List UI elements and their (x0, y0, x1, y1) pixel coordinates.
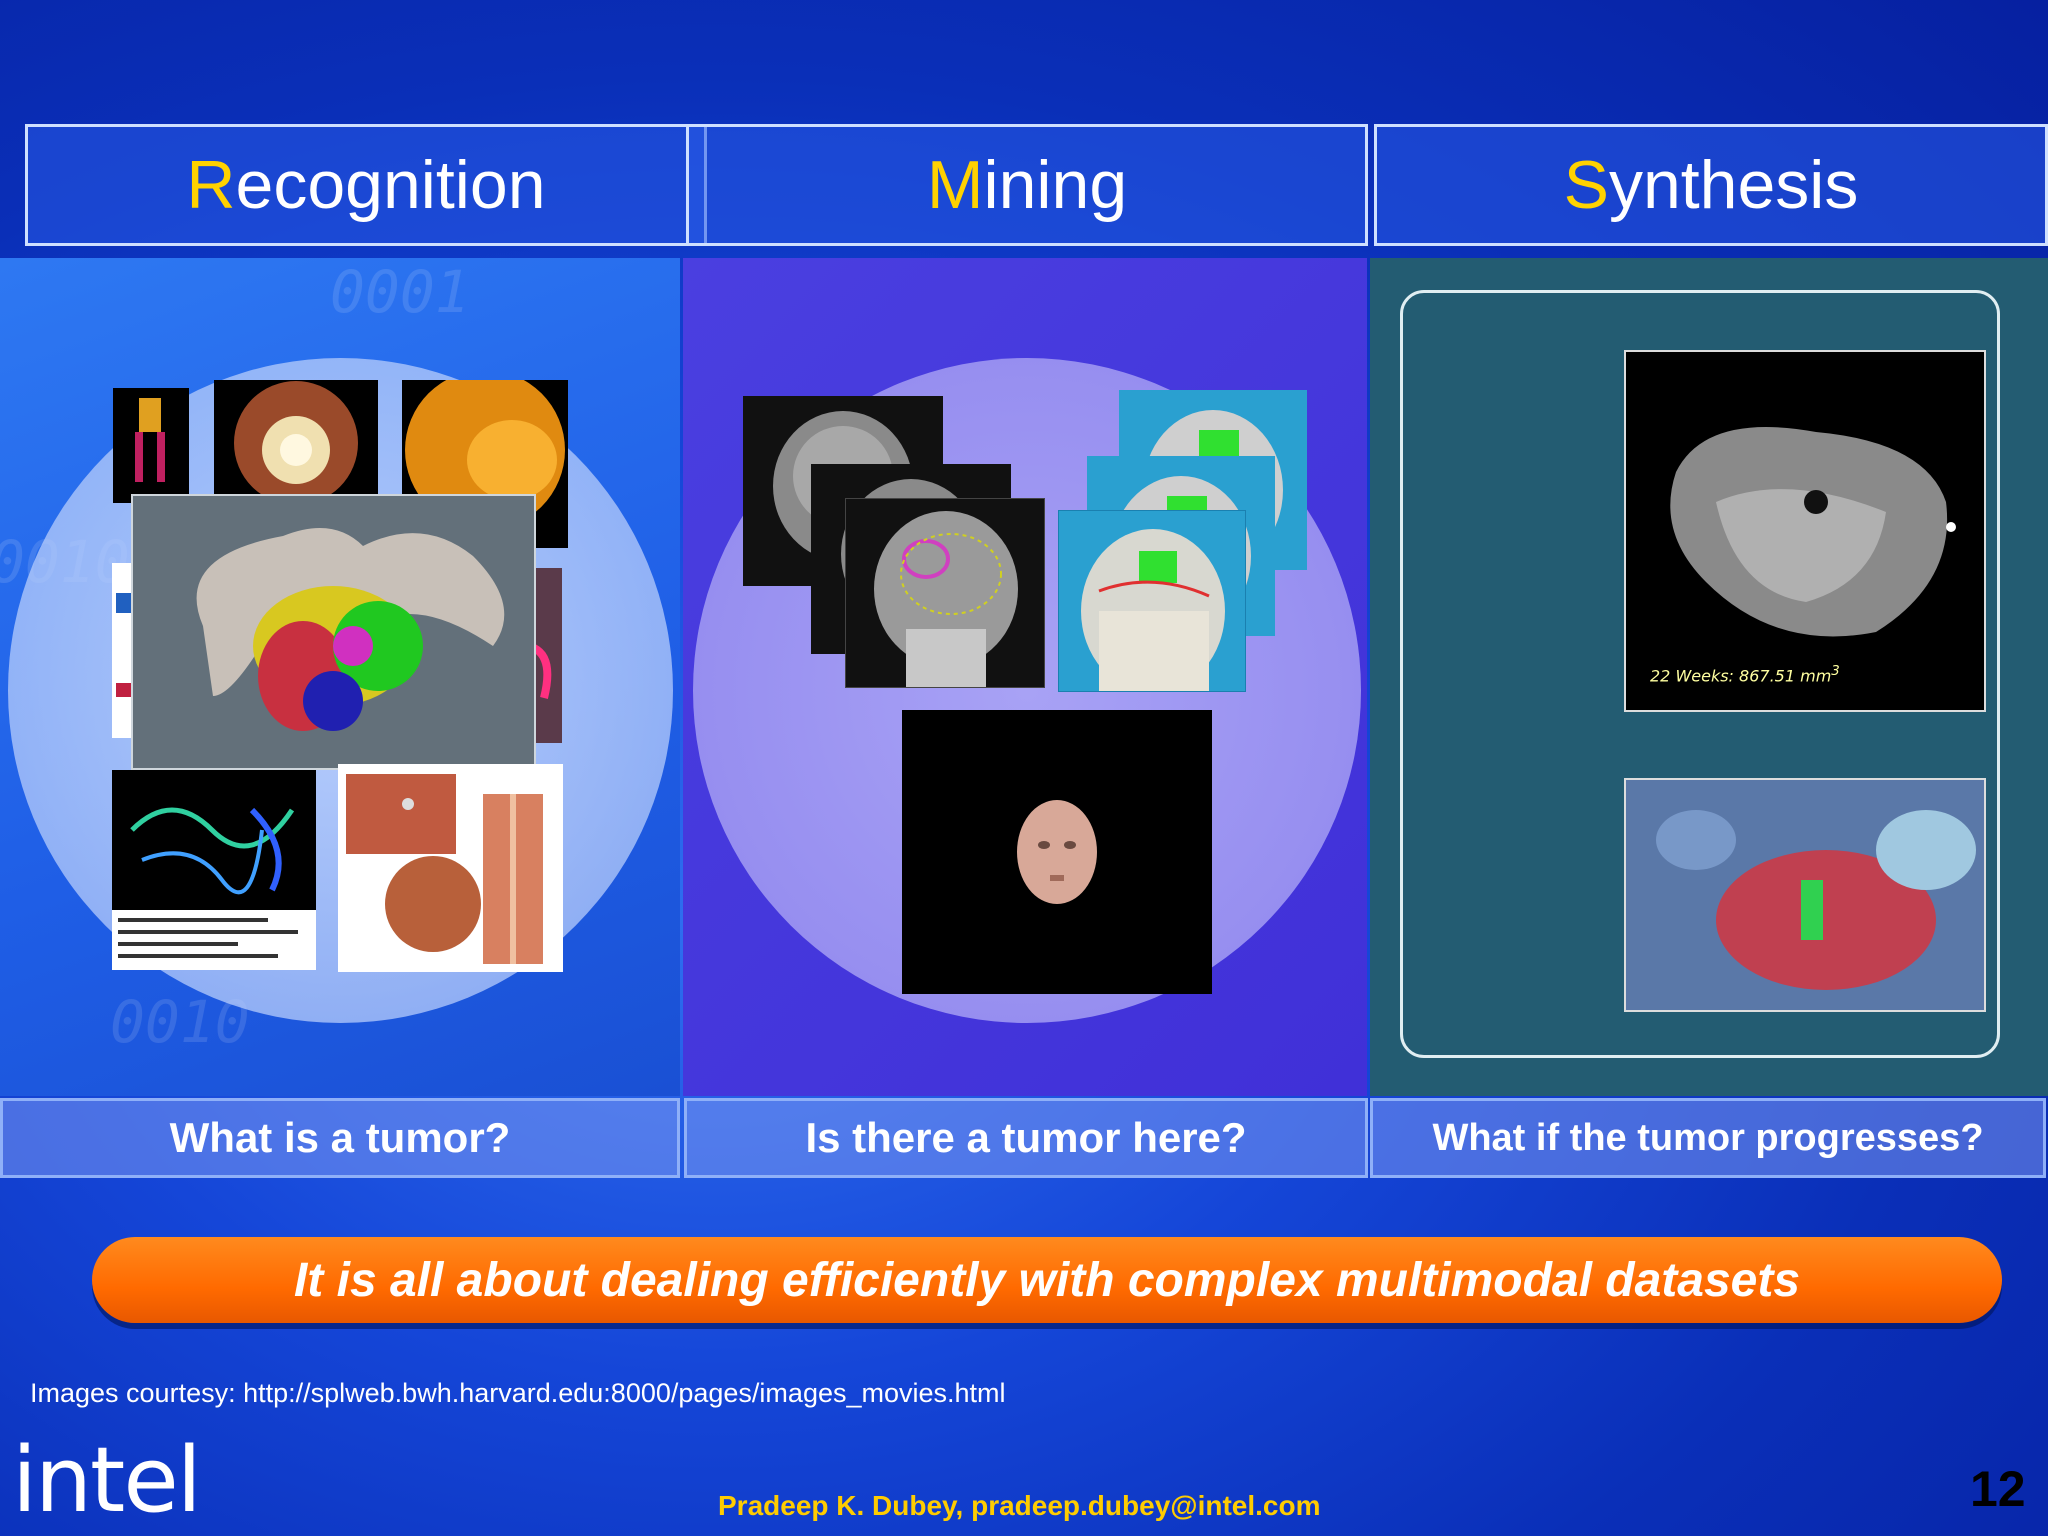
mri-caption: 22 Weeks: 867.51 mm3 (1650, 664, 1840, 685)
mri-caption-superscript: 3 (1831, 664, 1840, 679)
header-initial: M (926, 147, 984, 223)
mri-caption-text: 22 Weeks: 867.51 mm (1650, 666, 1832, 686)
anatomy-illustration-thumbnail (338, 764, 563, 972)
header-initial: R (186, 147, 236, 223)
page-number: 12 (1970, 1461, 2026, 1517)
header-text: ining (983, 147, 1128, 223)
segmented-mri-thumbnail (1058, 510, 1246, 692)
header-initial: S (1563, 147, 1609, 223)
mri-slice-thumbnail (845, 498, 1045, 688)
tissue-thumbnail-edge (534, 568, 562, 743)
fetal-mri-image: 22 Weeks: 867.51 mm3 (1624, 350, 1986, 712)
synthesis-frame (1400, 290, 2000, 1058)
header-text: ynthesis (1608, 147, 1859, 223)
question-mining: Is there a tumor here? (684, 1098, 1368, 1178)
intel-logo: intel (12, 1428, 202, 1533)
key-message-banner: It is all about dealing efficiently with… (92, 1237, 2002, 1323)
protein-structure-thumbnail (112, 770, 316, 970)
recognition-panel: 0001 0010 0010 (0, 258, 680, 1096)
3d-brain-model-image (131, 494, 536, 770)
endoscopy-thumbnail (214, 380, 378, 506)
question-recognition: What is a tumor? (0, 1098, 680, 1178)
synthesis-panel: 22 Weeks: 867.51 mm3 (1370, 258, 2048, 1096)
3d-head-render (902, 710, 1212, 994)
header-text: ecognition (235, 147, 546, 223)
surgery-photo (1624, 778, 1986, 1012)
question-synthesis: What if the tumor progresses? (1370, 1098, 2046, 1178)
cell-thumbnail (113, 388, 189, 503)
binary-watermark: 0001 (330, 258, 470, 326)
author-contact: Pradeep K. Dubey, pradeep.dubey@intel.co… (718, 1490, 1321, 1521)
image-credit: Images courtesy: http://splweb.bwh.harva… (30, 1378, 1006, 1408)
mining-panel (683, 258, 1367, 1096)
